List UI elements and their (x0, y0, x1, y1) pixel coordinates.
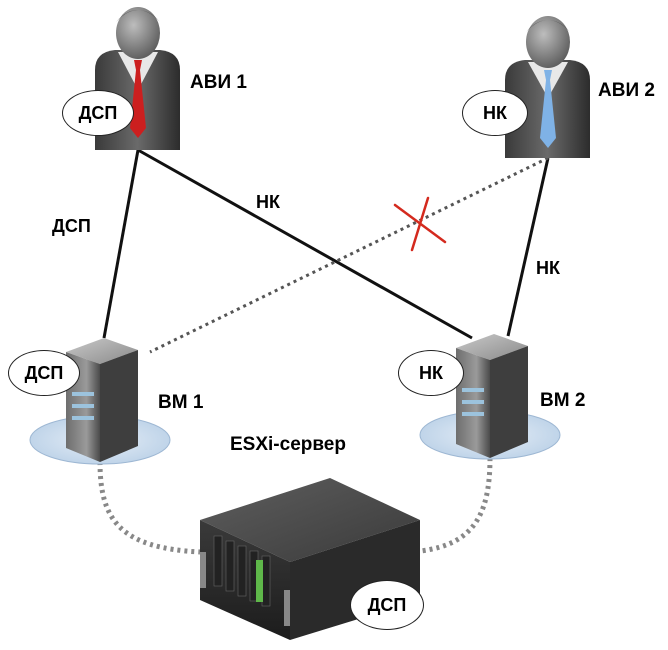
link-user2-vm2-label: НК (536, 258, 560, 278)
link-user2-vm1-blocked (149, 156, 549, 354)
user1-name-label: АВИ 1 (190, 72, 247, 93)
user2-name-label: АВИ 2 (598, 80, 655, 101)
vm1-name-label: ВМ 1 (158, 392, 204, 413)
link-user1-vm1-label: ДСП (52, 216, 91, 236)
user2-person-icon (505, 16, 590, 158)
link-vm2-server (409, 457, 493, 555)
link-user1-vm2-label: НК (256, 192, 280, 212)
link-user1-vm1 (102, 149, 140, 339)
server-badge: ДСП (350, 580, 424, 630)
vm1-badge: ДСП (8, 350, 80, 396)
vm1-server-icon (66, 338, 138, 462)
link-user2-vm2 (506, 157, 550, 337)
user2-badge: НК (462, 90, 528, 136)
link-vm1-server (97, 461, 201, 555)
vm2-badge: НК (398, 350, 464, 396)
blocked-cross-icon (393, 196, 447, 252)
user1-badge: ДСП (62, 90, 134, 136)
server-name-label: ESXi-сервер (230, 434, 346, 455)
vm2-name-label: ВМ 2 (540, 390, 586, 411)
vm2-server-icon (456, 334, 528, 458)
link-user1-vm2 (137, 148, 473, 340)
